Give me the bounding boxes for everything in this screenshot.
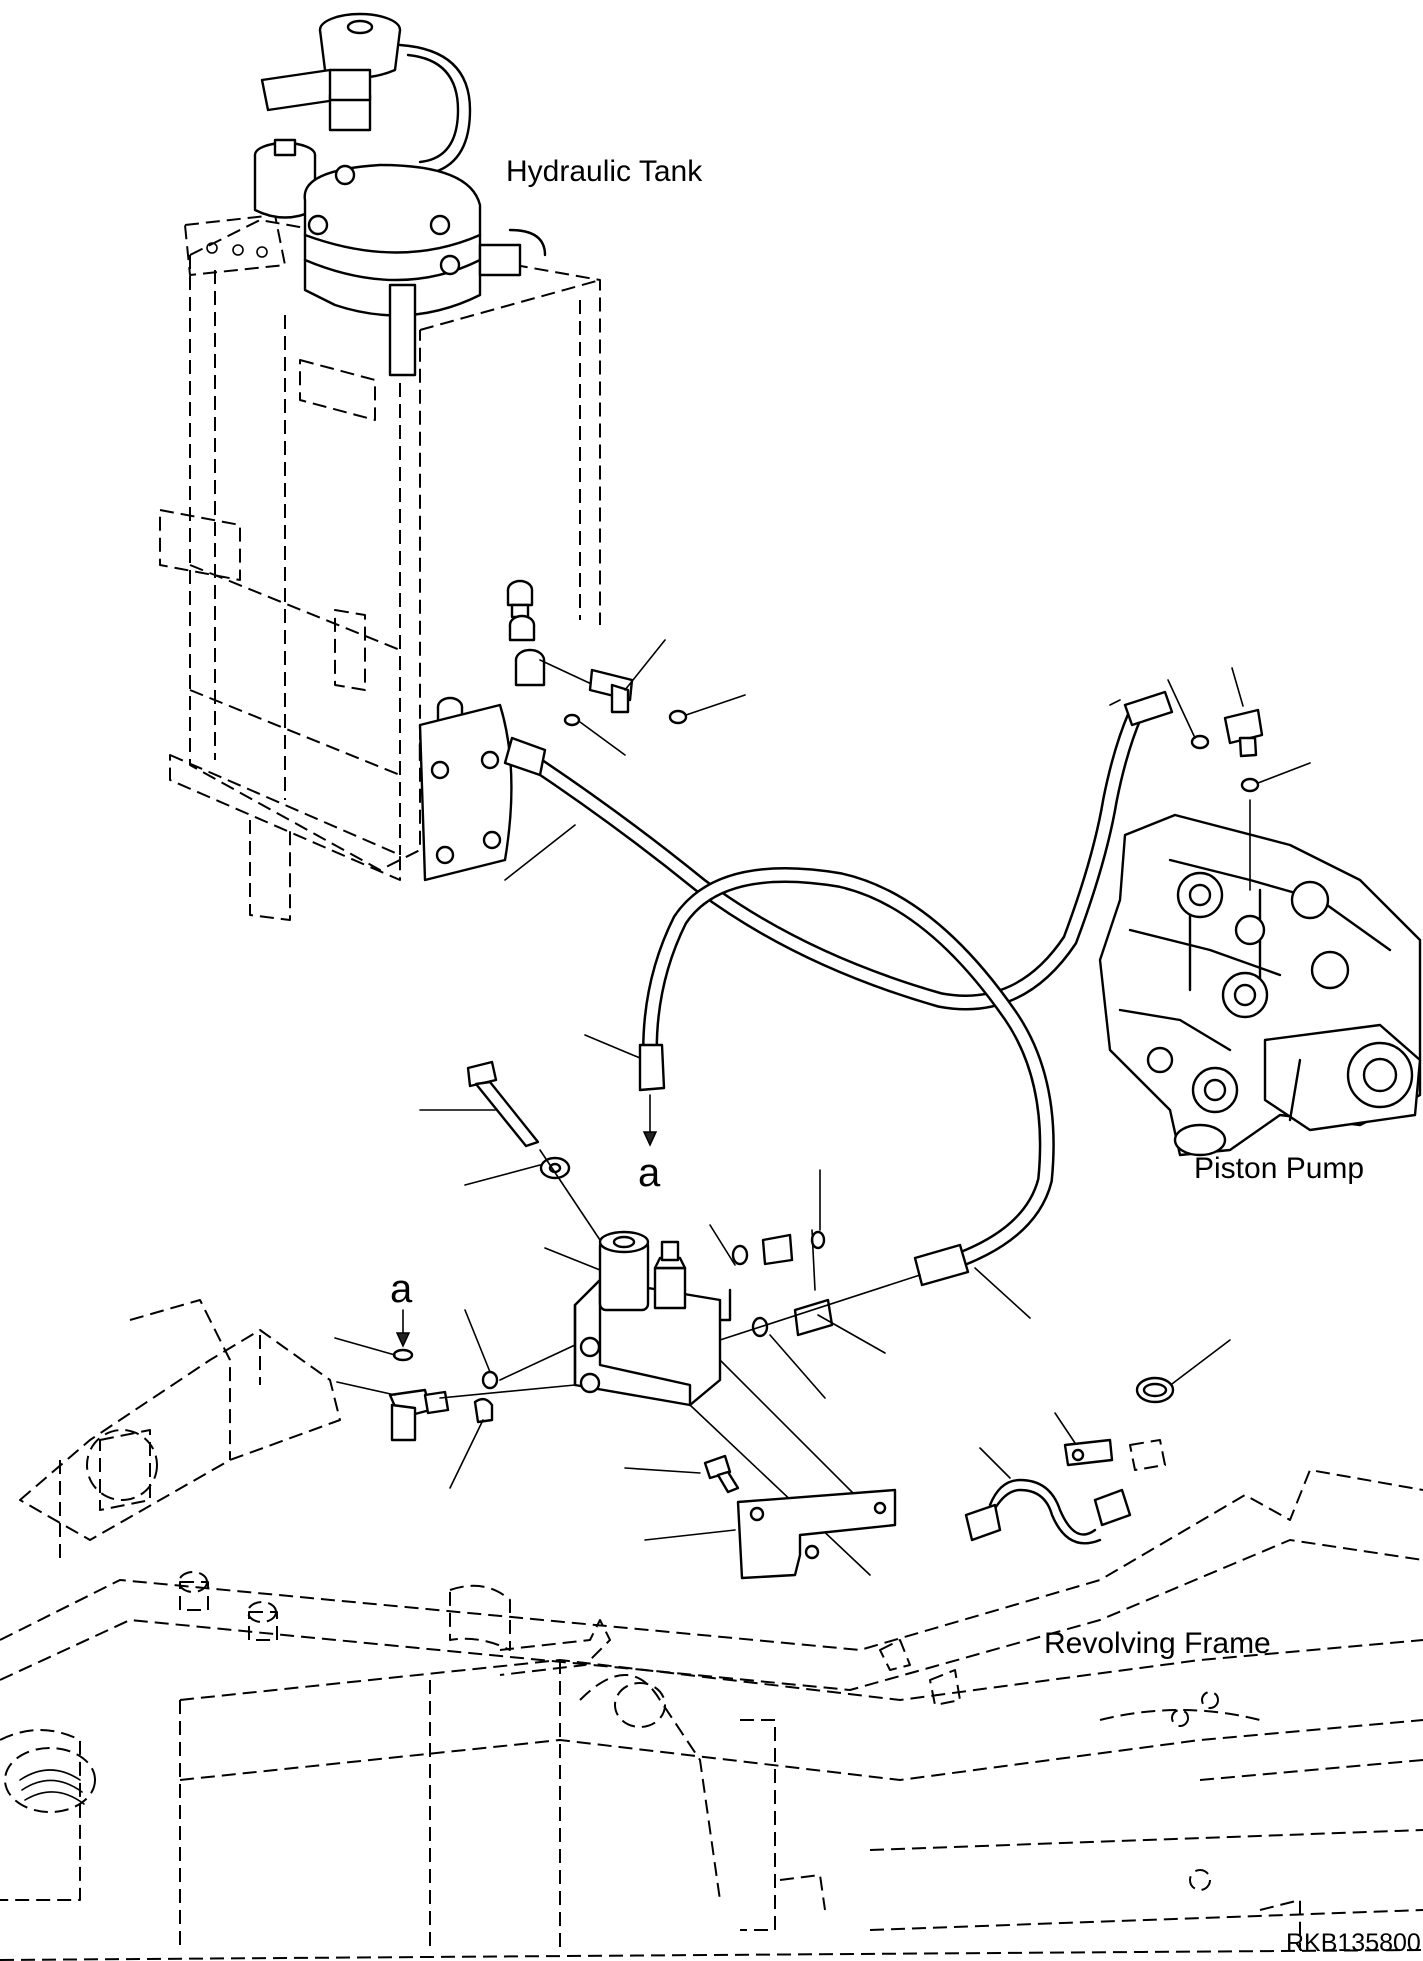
hydraulic-tank-label: Hydraulic Tank	[506, 155, 703, 188]
solenoid-valve-assembly	[388, 1060, 921, 1576]
piston-pump-drawing	[1098, 813, 1422, 1157]
connection-label-lower: a	[390, 1267, 413, 1311]
drawing-code: RKB135800	[1286, 1929, 1421, 1957]
hose-tank-to-pump	[503, 690, 1174, 1011]
piston-pump-label: Piston Pump	[1194, 1152, 1364, 1185]
tank-port-fittings	[418, 579, 546, 882]
mounting-bracket	[703, 1454, 897, 1580]
tee-fitting	[539, 639, 746, 756]
wiring-harness	[964, 1376, 1175, 1545]
hydraulic-tank-drawing	[159, 214, 601, 921]
pump-elbow-fitting	[1167, 667, 1311, 891]
revolving-frame-label: Revolving Frame	[1044, 1627, 1271, 1660]
tank-cap-assembly	[253, 12, 547, 377]
connection-arrows	[395, 1094, 658, 1348]
revolving-frame-drawing	[0, 1299, 1423, 1961]
hose-valve-to-pump	[638, 867, 1055, 1287]
part-leader-lines	[334, 1109, 1231, 1541]
connection-label-upper: a	[638, 1151, 661, 1195]
